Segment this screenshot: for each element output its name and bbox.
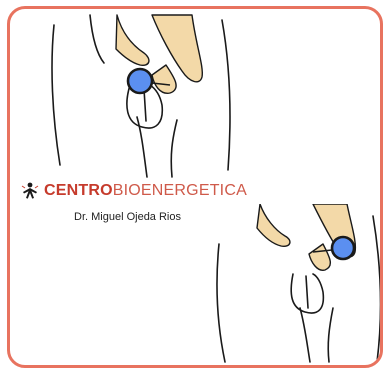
figure-emblem-icon xyxy=(20,181,40,201)
brand-logo: CENTROBIOENERGETICA xyxy=(20,179,247,203)
image-card: CENTROBIOENERGETICA Dr. Miguel Ojeda Rio… xyxy=(7,6,383,368)
doctor-name: Dr. Miguel Ojeda Rios xyxy=(74,211,181,223)
blue-point-marker xyxy=(332,237,354,259)
blue-point-marker xyxy=(128,69,152,93)
brand-name-bold: CENTRO xyxy=(44,182,113,199)
acupoint-figure-bottom xyxy=(205,204,383,364)
brand-name: CENTROBIOENERGETICA xyxy=(44,183,247,199)
acupoint-figure-top xyxy=(32,6,242,180)
brand-name-light: BIOENERGETICA xyxy=(113,182,247,199)
